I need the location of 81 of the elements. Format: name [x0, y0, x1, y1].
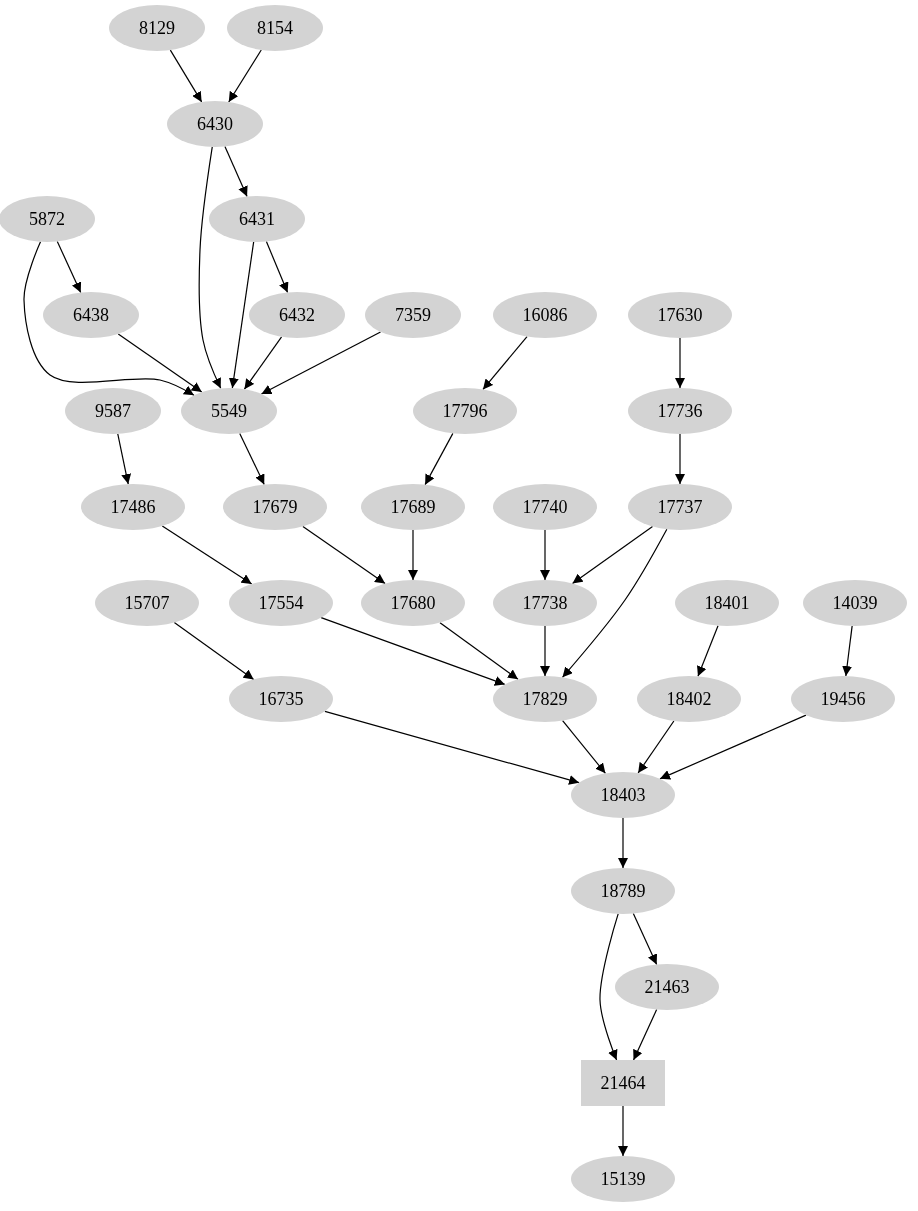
- arrow: [618, 1105, 628, 1157]
- node-label: 5549: [211, 400, 247, 422]
- arrow: [243, 336, 283, 390]
- node-label: 5872: [29, 208, 65, 230]
- arrow: [424, 432, 454, 486]
- node-label: 17738: [522, 592, 568, 614]
- node-label: 6432: [279, 304, 315, 326]
- arrow: [697, 625, 719, 677]
- node-label: 8154: [257, 17, 293, 39]
- node-label: 18402: [666, 688, 712, 710]
- node-label: 21464: [600, 1072, 646, 1094]
- node-label: 17554: [258, 592, 304, 614]
- arrow: [659, 714, 807, 780]
- node-label: 17796: [442, 400, 488, 422]
- arrow: [632, 1008, 658, 1061]
- arrow: [169, 49, 203, 103]
- arrow: [562, 720, 606, 774]
- node-label: 17486: [110, 496, 156, 518]
- process-box: [581, 1060, 665, 1106]
- node-label: 21463: [644, 976, 690, 998]
- arrow: [239, 432, 265, 486]
- node-label: 6430: [197, 113, 233, 135]
- arrow: [302, 525, 386, 585]
- arrow: [439, 622, 519, 680]
- arrow: [632, 912, 658, 966]
- node-label: 15139: [600, 1168, 646, 1190]
- arrow: [320, 617, 506, 686]
- node-label: 17630: [657, 304, 703, 326]
- arrow: [224, 145, 248, 198]
- node-label: 18789: [600, 880, 646, 902]
- ellipse-node: [229, 676, 333, 722]
- arrow: [260, 331, 382, 395]
- arrow: [173, 621, 255, 681]
- arrow: [56, 240, 82, 294]
- ellipse-node: [0, 196, 95, 242]
- arrow: [228, 241, 255, 389]
- ellipse-node: [571, 772, 675, 818]
- ellipse-node: [229, 580, 333, 626]
- node-label: 15707: [124, 592, 170, 614]
- arrow: [23, 241, 195, 396]
- node-label: 17689: [390, 496, 436, 518]
- node-label: 17680: [390, 592, 436, 614]
- arrow: [228, 49, 262, 103]
- ellipse-node: [209, 196, 305, 242]
- arrow: [675, 433, 685, 485]
- node-label: 17740: [522, 496, 568, 518]
- arrow: [117, 333, 203, 393]
- node-label: 19456: [820, 688, 866, 710]
- arrow: [324, 710, 580, 785]
- node-label: 14039: [832, 592, 878, 614]
- arrow: [198, 146, 222, 389]
- arrow: [571, 525, 654, 585]
- ellipse-node: [249, 292, 345, 338]
- arrow: [618, 817, 628, 869]
- arrow: [161, 525, 253, 585]
- arrow: [599, 913, 619, 1061]
- node-label: 18403: [600, 784, 646, 806]
- arrow: [637, 720, 675, 774]
- arrow: [408, 529, 418, 581]
- node-label: 8129: [139, 17, 175, 39]
- node-label: 17829: [522, 688, 568, 710]
- node-label: 17736: [657, 400, 703, 422]
- node-label: 17737: [657, 496, 703, 518]
- arrow: [561, 528, 668, 678]
- arrow: [540, 625, 550, 677]
- arrow: [117, 433, 132, 485]
- ellipse-node: [493, 676, 597, 722]
- node-label: 16086: [522, 304, 568, 326]
- node-label: 6431: [239, 208, 275, 230]
- arrow: [265, 240, 289, 294]
- node-label: 9587: [95, 400, 131, 422]
- arrow: [540, 529, 550, 581]
- arrow: [482, 335, 528, 391]
- node-label: 17679: [252, 496, 298, 518]
- arrow: [675, 337, 685, 389]
- node-label: 6438: [73, 304, 109, 326]
- node-label: 16735: [258, 688, 304, 710]
- arrow: [842, 625, 853, 677]
- ellipse-node: [181, 388, 277, 434]
- node-label: 18401: [704, 592, 750, 614]
- node-label: 7359: [395, 304, 431, 326]
